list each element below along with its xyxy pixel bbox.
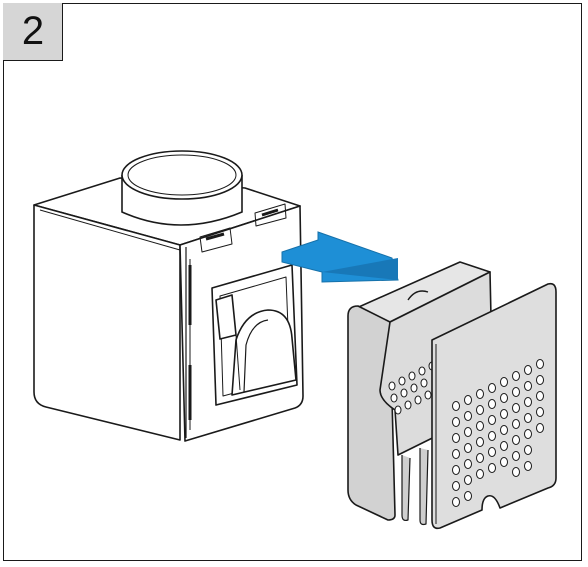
filter-holes-front [452, 359, 544, 507]
housing-cylinder [121, 150, 243, 226]
housing-latch [211, 264, 298, 406]
latch-knob[interactable] [231, 309, 297, 396]
housing-slot [261, 208, 279, 217]
filter-holes-back [388, 361, 436, 415]
filter-insert [347, 261, 557, 530]
filter-left-face [347, 305, 396, 521]
removal-arrow [281, 231, 399, 283]
step-badge: 2 [3, 3, 63, 61]
housing-slot [205, 232, 225, 241]
step-number: 2 [21, 9, 45, 53]
housing-left-face [33, 204, 181, 441]
